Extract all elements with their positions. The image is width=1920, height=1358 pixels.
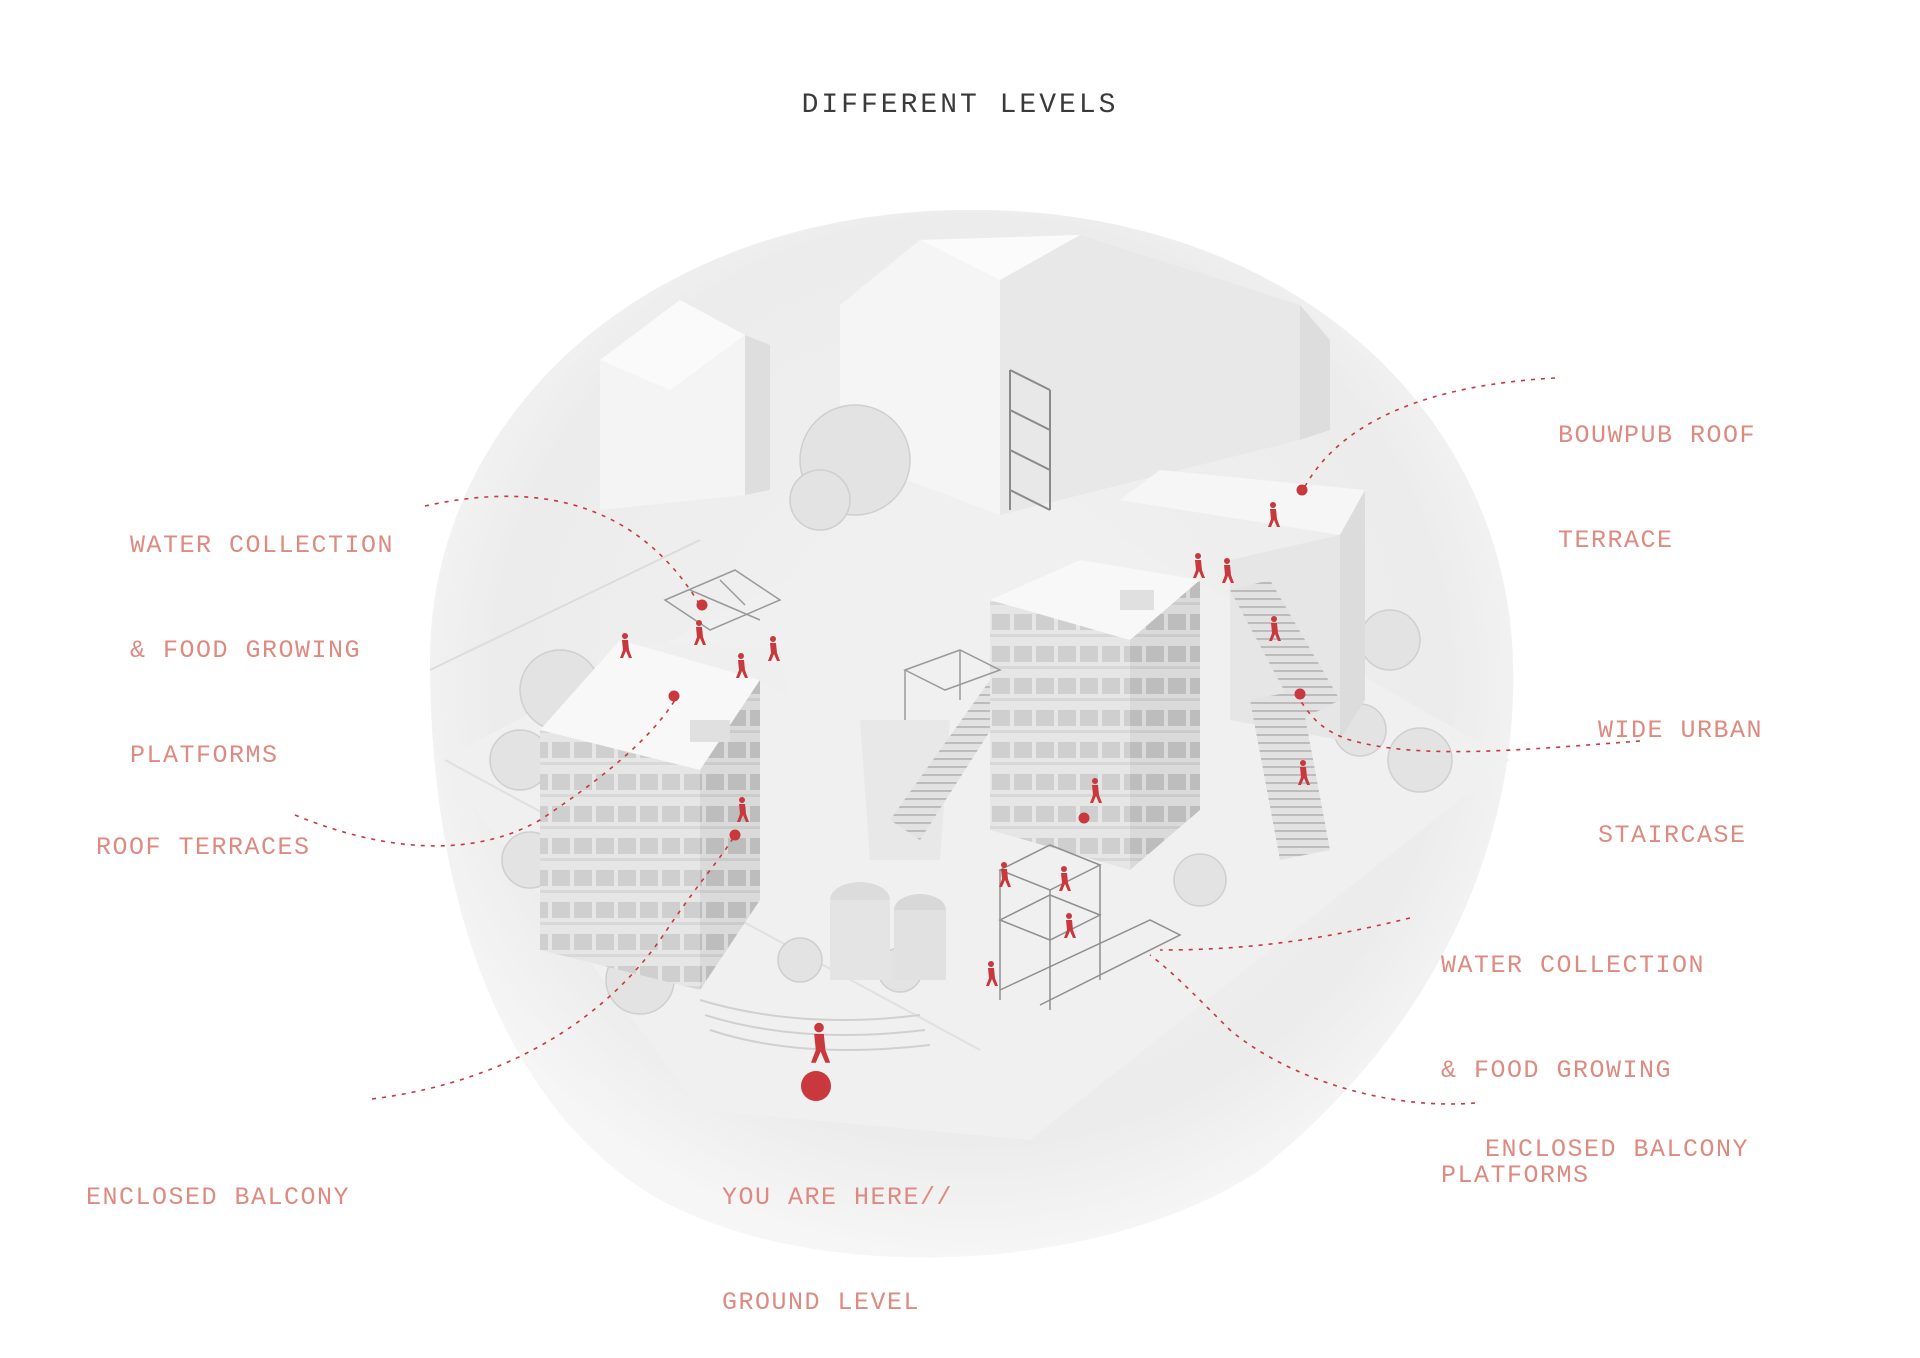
person-figure bbox=[768, 636, 780, 661]
person-figure bbox=[1064, 913, 1076, 938]
person-figure bbox=[1269, 616, 1281, 641]
person-figure bbox=[999, 862, 1011, 887]
front-steps bbox=[699, 999, 931, 1051]
right-building bbox=[990, 560, 1200, 870]
person-figure bbox=[1298, 760, 1310, 785]
label-enclosed-balcony-right: ENCLOSED BALCONY bbox=[1485, 1135, 1750, 1164]
background-building-center bbox=[840, 235, 1330, 515]
marker-bouwpub bbox=[1296, 484, 1308, 496]
person-figure-ground bbox=[811, 1022, 831, 1063]
label-you-are-here: YOU ARE HERE// GROUND LEVEL bbox=[722, 1183, 954, 1317]
marker-ground bbox=[801, 1071, 831, 1101]
diagram-title: DIFFERENT LEVELS bbox=[801, 90, 1119, 121]
leader-wide-staircase bbox=[1299, 699, 1641, 753]
person-figure bbox=[620, 633, 632, 658]
center-walkway bbox=[830, 680, 1010, 980]
marker-water-left bbox=[696, 599, 708, 611]
leader-enclosed-balcony-right bbox=[1149, 954, 1476, 1105]
person-figure bbox=[1222, 558, 1234, 583]
marker-roof-terrace bbox=[668, 690, 680, 702]
people-figures bbox=[620, 502, 1310, 1063]
label-roof-terraces: ROOF TERRACES bbox=[96, 833, 311, 862]
label-bouwpub-roof-terrace: BOUWPUB ROOF TERRACE bbox=[1558, 421, 1757, 555]
right-platform-frame bbox=[998, 844, 1182, 1010]
left-building bbox=[540, 640, 790, 990]
person-figure bbox=[1268, 502, 1280, 527]
leader-roof-terraces bbox=[294, 699, 676, 847]
label-wide-urban-staircase: WIDE URBAN STAIRCASE bbox=[1598, 716, 1764, 850]
level-markers bbox=[668, 484, 1308, 1101]
person-figure bbox=[986, 961, 998, 986]
leader-enclosed-balcony-left bbox=[371, 834, 736, 1100]
person-figure bbox=[737, 797, 749, 822]
person-figure bbox=[1090, 778, 1102, 803]
person-figure bbox=[736, 653, 748, 678]
person-figure bbox=[1193, 553, 1205, 578]
label-water-collection-right: WATER COLLECTION & FOOD GROWING PLATFORM… bbox=[1441, 951, 1706, 1190]
label-water-collection-left: WATER COLLECTION & FOOD GROWING PLATFORM… bbox=[130, 531, 395, 770]
leader-water-right bbox=[1159, 917, 1411, 951]
marker-staircase bbox=[1294, 688, 1306, 700]
person-figure bbox=[1059, 866, 1071, 891]
background-building-left bbox=[600, 300, 770, 510]
leader-lines bbox=[294, 377, 1641, 1105]
fire-escape bbox=[1009, 369, 1051, 511]
center-pergola bbox=[903, 649, 1002, 720]
leader-bouwpub bbox=[1302, 377, 1556, 491]
person-figure bbox=[694, 620, 706, 645]
left-roof-pergola bbox=[663, 569, 782, 631]
marker-balcony-left bbox=[729, 829, 741, 841]
marker-balcony-right bbox=[1078, 812, 1090, 824]
label-enclosed-balcony-left: ENCLOSED BALCONY bbox=[86, 1183, 351, 1212]
